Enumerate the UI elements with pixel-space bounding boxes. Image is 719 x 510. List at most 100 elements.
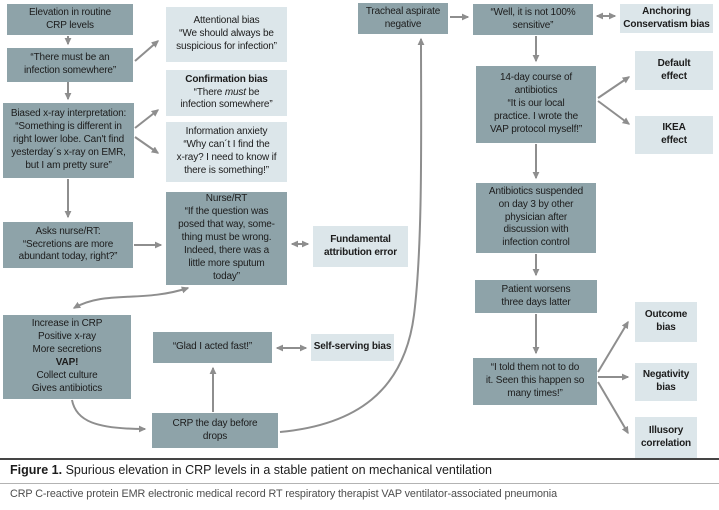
node-line: Patient worsens [501,283,571,295]
node-line: Default [657,57,691,69]
arrow-biased-to-info-anxiety [134,136,160,154]
node-line: on day 3 by other [498,198,574,210]
node-line: right lower lobe. Can't find [12,134,125,146]
node-asks-nurse: Asks nurse/RT: “Secretions are more abun… [3,222,133,268]
node-line: “Well, it is not 100% [490,6,576,18]
node-line: drops [202,430,228,442]
node-line: VAP! [55,357,79,368]
node-line: three days latter [501,296,571,308]
node-line: Outcome [644,309,688,321]
figure-caption-label: Figure 1. [10,463,63,477]
node-line: Asks nurse/RT: [35,225,101,237]
node-14-day-course: 14-day course of antibiotics “It is our … [476,66,596,143]
caption-top-rule [0,458,719,460]
node-nurse-rt: Nurse/RT “If the question was posed that… [166,192,287,285]
node-line: CRP the day before [172,417,258,429]
quote-fragment-italic: must [224,86,246,98]
node-line: effect [661,70,687,82]
arrow-course-to-default [597,76,631,99]
node-line: physician after [504,211,568,223]
node-line: yesterday´s x-ray on EMR, [11,146,126,158]
node-outcome-bias: Outcome bias [635,302,697,342]
node-line: Antibiotics suspended [488,185,584,197]
node-confirmation-bias: Confirmation bias “There must be infecti… [166,70,287,116]
node-line: VAP protocol myself!” [489,123,583,135]
node-line: many times!” [507,387,563,399]
node-line: there is something!” [184,164,269,176]
node-line: Indeed, there was a [184,244,269,256]
node-line: Conservatism bias [623,18,710,30]
node-told-them: “I told them not to do it. Seen this hap… [473,358,597,405]
node-line: Illusory [648,424,684,436]
caption-bottom-rule [0,483,719,484]
node-line: bias [656,382,676,393]
figure-caption-text: Spurious elevation in CRP levels in a st… [62,463,492,477]
node-line: Elevation in routine [28,6,112,18]
abbreviations-footnote: CRP C-reactive protein EMR electronic me… [10,488,557,500]
node-line: Confirmation bias [185,73,268,85]
flow-arrows [64,12,631,435]
arrow-told-to-illusory [597,381,629,435]
node-line: Nurse/RT [205,193,248,205]
arrow-increase-to-crpdrops [71,399,147,433]
node-line: Collect culture [36,369,98,381]
node-not-100-sensitive: “Well, it is not 100% sensitive” [473,4,593,35]
node-line: sensitive” [512,19,554,31]
node-line: antibiotics [514,85,558,97]
node-line: Increase in CRP [31,318,103,330]
figure-caption: Figure 1. Spurious elevation in CRP leve… [10,463,715,477]
quote-fragment: “There [193,86,225,98]
arrow-must-to-attentional [134,40,159,62]
node-attentional-bias: Attentional bias “We should always be su… [166,7,287,62]
node-line: suspicious for infection” [176,40,277,52]
node-infection-somewhere: “There must be an infection somewhere” [7,48,133,82]
node-line: it. Seen this happen so [485,375,585,387]
node-line: Biased x-ray interpretation: [10,108,127,120]
node-line: “Something is different in [15,121,122,133]
node-anchoring-conservatism-bias: Anchoring Conservatism bias [620,4,713,33]
node-line: negative [384,18,422,30]
node-line: CRP levels [46,19,94,31]
node-fundamental-attribution-error: Fundamental attribution error [313,226,408,267]
node-line: posed that way, some- [178,219,275,231]
node-line: Anchoring [642,5,691,17]
node-elevation-crp: Elevation in routine CRP levels [7,4,133,35]
node-line: infection somewhere” [23,65,117,76]
node-line: Gives antibiotics [31,382,103,394]
arrow-biased-to-confirmation [134,109,160,129]
node-line: attribution error [323,246,397,258]
node-line: “I told them not to do [490,362,580,374]
node-line: correlation [640,437,692,449]
node-antibiotics-suspended: Antibiotics suspended on day 3 by other … [476,183,596,253]
node-line: discussion with [503,224,569,236]
node-line: Negativity [642,369,690,381]
arrow-course-to-ikea [597,100,631,125]
node-line: “Secretions are more [22,238,114,250]
node-line: infection somewhere” [180,99,273,111]
arrow-told-to-outcome [597,320,629,373]
node-default-effect: Default effect [635,51,713,90]
node-line: Self-serving bias [313,341,392,353]
node-self-serving-bias: Self-serving bias [311,334,394,361]
node-line: “There must be an [30,52,110,64]
node-line: Positive x-ray [38,331,96,343]
node-line: Attentional bias [193,15,260,27]
node-line: Fundamental [330,233,391,245]
node-line: “Glad I acted fast!” [172,341,253,353]
node-line: but I am pretty sure” [25,159,112,171]
node-line: “It is our local [507,98,565,110]
node-illusory-correlation: Illusory correlation [635,417,697,458]
node-line: thing must be wrong. [181,232,272,244]
node-glad-acted-fast: “Glad I acted fast!” [153,332,272,363]
node-information-anxiety: Information anxiety “Why can´t I find th… [166,122,287,182]
node-line: abundant today, right?” [18,251,118,263]
node-line: “There must be [167,87,286,100]
quote-fragment: be [245,86,260,98]
node-line: “If the question was [184,206,269,218]
node-patient-worsens: Patient worsens three days latter [475,280,597,313]
node-line: today” [213,270,240,282]
node-line: Tracheal aspirate [365,5,441,17]
arrow-crpdrops-to-tracheal [279,37,425,433]
node-line: 14-day course of [499,72,573,84]
